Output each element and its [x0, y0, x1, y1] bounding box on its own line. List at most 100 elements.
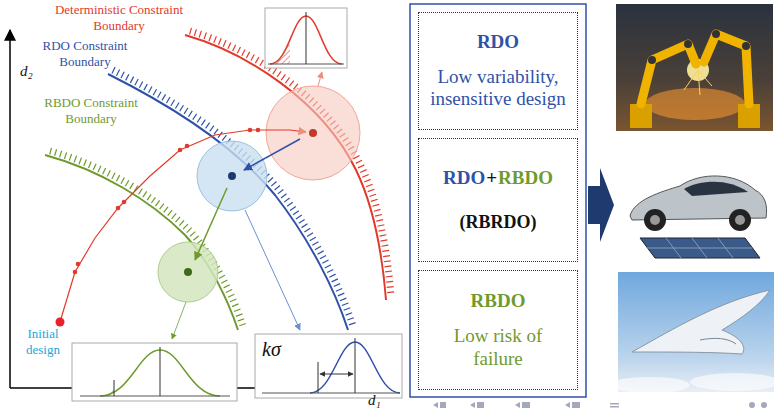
distribution-inset-red	[265, 8, 347, 68]
navigation-icons	[433, 402, 767, 408]
method-title: RBDO	[471, 290, 526, 313]
robot-photo-part	[641, 44, 696, 104]
robot-photo-part	[704, 34, 749, 104]
point-label: Initial design	[14, 326, 72, 358]
method-description: Low risk of failure	[448, 325, 548, 371]
robot-photo-part	[698, 70, 712, 86]
optimization-path-part	[248, 128, 253, 133]
optimization-path-part	[178, 148, 183, 153]
navigation-icons-part	[522, 402, 530, 408]
plus-sign: +	[486, 167, 497, 190]
optimization-path	[56, 128, 318, 327]
robot-photo-part	[684, 70, 698, 90]
robot-photo-part	[616, 4, 773, 131]
method-box: RBDO Low risk of failure	[418, 270, 578, 390]
text-row: (RBRDO)	[460, 212, 537, 234]
optimization-path-part	[122, 200, 127, 205]
distribution-inset-red-part	[265, 8, 347, 68]
optimization-path-part	[185, 144, 190, 149]
navigation-icons-part	[610, 403, 619, 405]
margin-label: kσ	[262, 337, 302, 361]
electric-car-photo-part	[729, 209, 751, 231]
uncertainty-circles-part	[197, 141, 267, 211]
boundary-label: RDO Constraint Boundary	[35, 38, 135, 70]
optimization-path-part	[116, 206, 121, 211]
method-panel	[410, 4, 586, 397]
method-title: RDO	[477, 31, 519, 54]
electric-car-photo-part	[644, 209, 666, 231]
optimization-path-part	[184, 268, 192, 276]
optimization-path-part	[195, 188, 227, 260]
aircraft-photo-part	[610, 377, 690, 393]
robot-photo-part	[648, 56, 656, 64]
optimization-path-part	[56, 318, 65, 327]
robot-photo-part	[742, 42, 750, 50]
electric-car-photo-part	[684, 182, 748, 196]
aircraft-photo-part	[632, 290, 770, 354]
distribution-inset-blue-part	[255, 334, 402, 398]
navigation-icons-part	[515, 402, 520, 408]
method-description: Low variability, insensitive design	[425, 66, 571, 112]
leader-lines-part	[172, 302, 186, 339]
distribution-inset-green-part	[72, 343, 237, 401]
distribution-inset-blue-part	[320, 374, 353, 375]
distribution-inset-blue-part	[355, 338, 356, 393]
navigation-icons-part	[470, 402, 475, 408]
optimization-path-part	[244, 139, 300, 170]
text-row: Low variability, insensitive design	[425, 66, 571, 112]
text-row: RBDO	[471, 290, 526, 313]
optimization-path-part	[73, 270, 78, 275]
distribution-inset-red-part	[270, 40, 290, 64]
uncertainty-circles-part	[158, 242, 218, 302]
navigation-icons-part	[433, 402, 438, 408]
text-row: Low risk of failure	[448, 325, 548, 371]
aircraft-photo-part	[700, 338, 736, 344]
method-title: RDO	[443, 167, 485, 190]
robot-photo-part	[645, 88, 745, 120]
robot-photo	[616, 4, 773, 131]
distribution-inset-green-part	[160, 347, 161, 396]
leader-lines	[172, 72, 322, 339]
leader-lines-part	[245, 210, 300, 330]
uncertainty-circles	[158, 86, 360, 302]
electric-car-photo-part	[616, 140, 773, 265]
electric-car-photo-part	[650, 215, 660, 225]
optimization-path-part	[309, 129, 317, 137]
distribution-inset-green-part	[80, 396, 230, 397]
electric-car-photo	[616, 140, 773, 265]
navigation-icons-part	[440, 402, 446, 408]
distribution-inset-blue-part	[318, 362, 319, 393]
electric-car-photo-part	[735, 215, 745, 225]
distribution-inset-blue	[255, 334, 402, 398]
uncertainty-circles-part	[266, 86, 360, 180]
boundary-label: Deterministic Constraint Boundary	[52, 2, 186, 34]
method-box: RDO Low variability, insensitive design	[418, 12, 578, 130]
axis-label: d₁	[368, 393, 398, 408]
navigation-icons-part	[761, 402, 767, 408]
electric-car-photo-part	[640, 238, 760, 258]
deterministic-boundary	[185, 31, 391, 300]
electric-car-photo-part	[647, 248, 752, 249]
method-title: RBDO	[498, 167, 553, 190]
robot-photo-part	[684, 40, 692, 48]
axes-part	[9, 30, 11, 388]
distribution-inset-red-part	[306, 12, 307, 64]
text-row: RDO	[477, 31, 519, 54]
navigation-icons-part	[610, 406, 619, 408]
optimization-path-part	[256, 128, 261, 133]
block-arrow	[588, 168, 614, 242]
navigation-icons-part	[565, 402, 570, 408]
aircraft-photo-part	[690, 373, 777, 391]
optimization-path-part	[60, 130, 306, 322]
axis-label: d₂	[20, 62, 50, 80]
leader-lines-part	[318, 72, 322, 86]
optimization-path-part	[76, 262, 81, 267]
optimization-path-part	[228, 172, 236, 180]
method-acronym: (RBRDO)	[460, 212, 537, 234]
deterministic-boundary-part	[190, 31, 391, 296]
robot-photo-part	[712, 30, 720, 38]
boundary-label: RBDO Constraint Boundary	[36, 95, 146, 127]
navigation-icons-part	[572, 402, 580, 408]
